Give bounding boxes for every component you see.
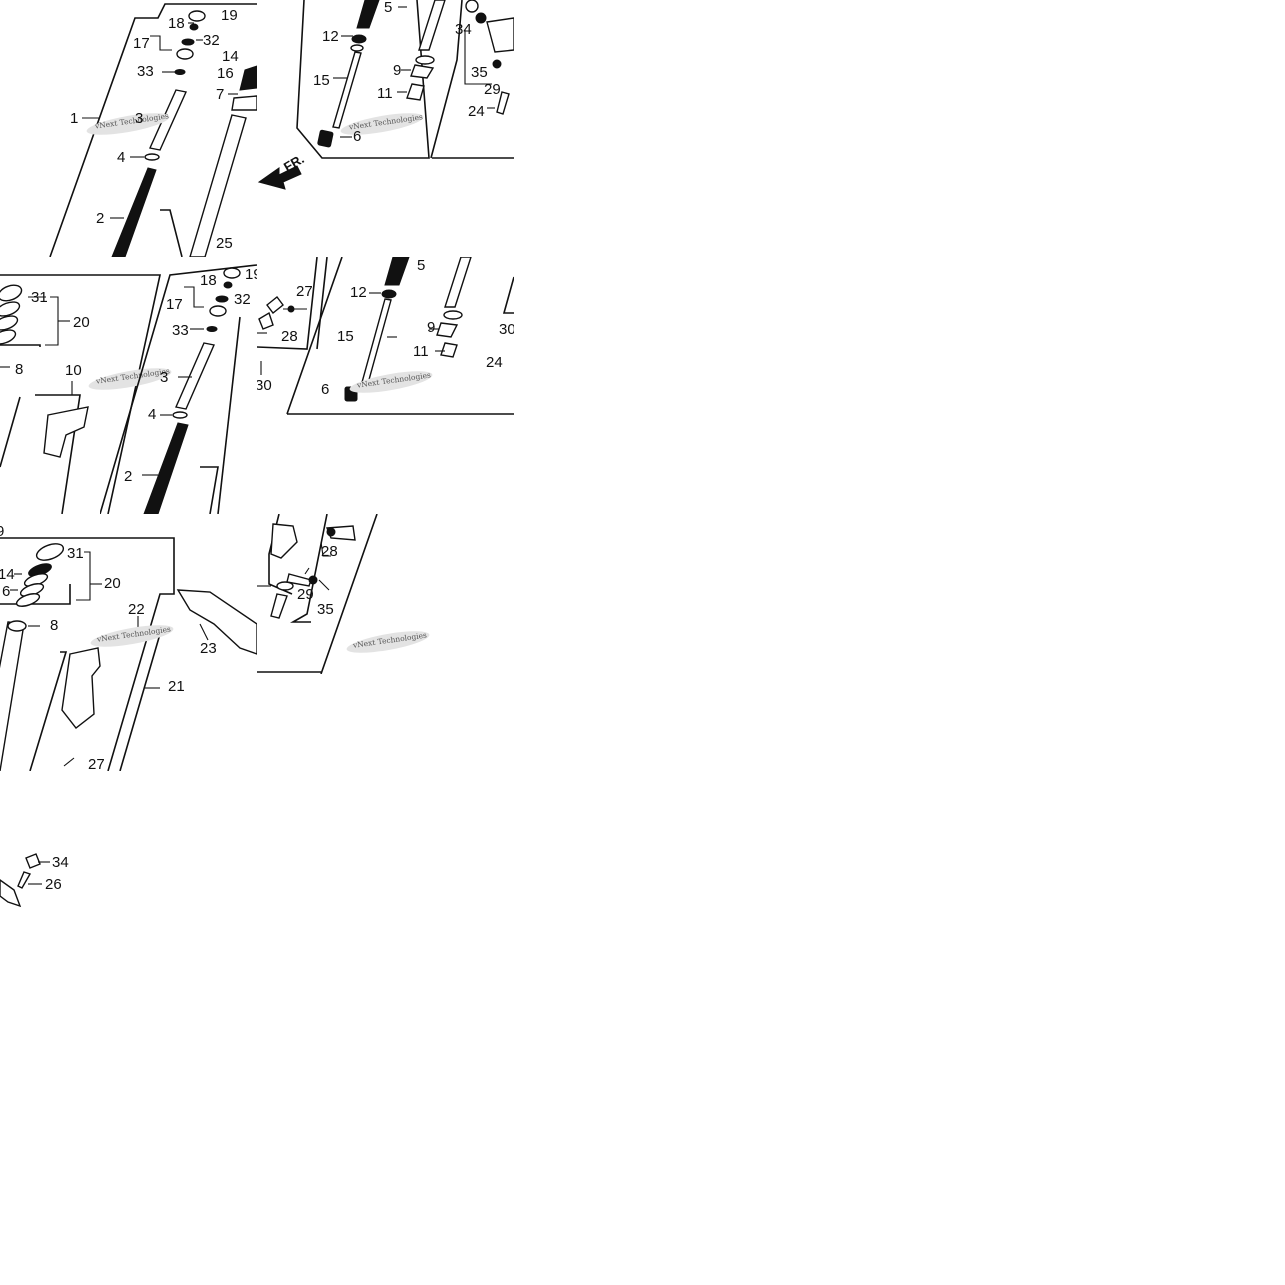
callout-12: 12	[322, 28, 339, 45]
callout-8: 8	[50, 617, 58, 634]
callout-12: 12	[350, 284, 367, 301]
callout-30: 30	[499, 321, 514, 338]
callout-25: 25	[216, 235, 233, 252]
diagram-tile-axle-parts: vNext Technologies 28 29 35	[257, 514, 437, 674]
callout-28: 28	[321, 543, 338, 560]
callout-19: 19	[245, 266, 257, 283]
callout-27: 27	[88, 756, 105, 771]
callout-5: 5	[417, 257, 425, 274]
callout-16: 16	[217, 65, 234, 82]
callout-4: 4	[148, 406, 156, 423]
callout-11: 11	[377, 85, 393, 102]
callout-33: 33	[172, 322, 189, 339]
callout-1: 1	[70, 110, 78, 127]
callout-17: 17	[133, 35, 150, 52]
callout-11: 11	[413, 343, 429, 360]
diagram-tile-fork-tube-middle: vNext Technologies 27 28 1 7 30 5 12 15 …	[257, 257, 514, 514]
callout-20: 20	[104, 575, 121, 592]
callout-10: 10	[65, 362, 82, 379]
callout-20: 20	[73, 314, 90, 331]
callout-31: 31	[67, 545, 84, 562]
callout-2: 2	[96, 210, 104, 227]
callout-7: 7	[216, 86, 224, 103]
diagram-tile-slider-fender: vNext Technologies 9 31 14 6 20 8 22 23 …	[0, 514, 257, 771]
callout-9: 9	[0, 523, 4, 540]
callout-21: 21	[168, 678, 185, 695]
callout-30: 30	[257, 377, 272, 394]
callout-28: 28	[281, 328, 298, 345]
callout-34: 34	[52, 854, 69, 871]
callout-14: 14	[222, 48, 239, 65]
callout-32: 32	[234, 291, 251, 308]
callout-9: 9	[427, 319, 435, 336]
callout-6: 6	[353, 128, 361, 145]
callout-5: 5	[384, 0, 392, 16]
callout-33: 33	[137, 63, 154, 80]
callout-6: 6	[2, 583, 10, 600]
diagram-tile-damper-rod-top: FR. vNext Technologies 5 12 15 6 9 11 34…	[257, 0, 514, 257]
callout-32: 32	[203, 32, 220, 49]
callout-26: 26	[45, 876, 62, 893]
callout-29: 29	[484, 81, 501, 98]
callout-14: 14	[0, 566, 15, 583]
callout-2: 2	[124, 468, 132, 485]
diagram-tile-fork-tube-middle-left: 18 19 17 32 33 3 4 2	[100, 257, 257, 514]
callout-18: 18	[200, 272, 217, 289]
diagram-tile-bolt-fragment: 34 26	[0, 840, 90, 920]
callout-9: 9	[393, 62, 401, 79]
diagram-tile-fork-tube-top: vNext Technologies 18 19 17 32 14 33 16 …	[0, 0, 257, 257]
callout-4: 4	[117, 149, 125, 166]
callout-29: 29	[297, 586, 314, 603]
callout-34: 34	[455, 21, 472, 38]
callout-3: 3	[135, 110, 143, 127]
callout-35: 35	[471, 64, 488, 81]
callout-15: 15	[337, 328, 354, 345]
callout-6: 6	[321, 381, 329, 398]
callout-24: 24	[486, 354, 503, 371]
callout-8: 8	[15, 361, 23, 378]
callout-19: 19	[221, 7, 238, 24]
callout-23: 23	[200, 640, 217, 657]
callout-3: 3	[160, 369, 168, 386]
callout-15: 15	[313, 72, 330, 89]
callout-27: 27	[296, 283, 313, 300]
callout-17: 17	[166, 296, 183, 313]
callout-31: 31	[31, 289, 48, 306]
direction-label: FR.	[281, 151, 307, 174]
diagram-tile-fork-slider-left: vNext Technologies 31 20 8 10	[0, 257, 257, 514]
callout-24: 24	[468, 103, 485, 120]
callout-18: 18	[168, 15, 185, 32]
callout-35: 35	[317, 601, 334, 618]
callout-22: 22	[128, 601, 145, 618]
